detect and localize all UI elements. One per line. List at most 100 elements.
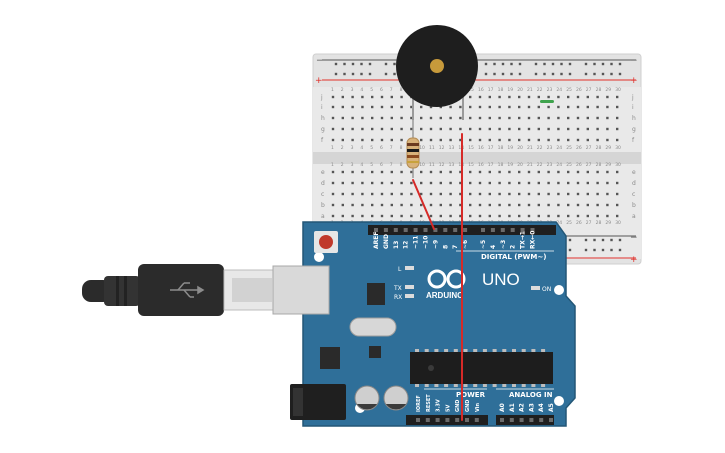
breadboard-hole[interactable] bbox=[527, 138, 531, 142]
breadboard-hole[interactable] bbox=[390, 203, 393, 207]
breadboard-hole[interactable] bbox=[488, 127, 491, 131]
breadboard-hole[interactable] bbox=[341, 203, 344, 207]
breadboard-hole[interactable] bbox=[390, 105, 393, 109]
breadboard-hole[interactable] bbox=[586, 214, 589, 218]
breadboard-hole[interactable] bbox=[380, 170, 384, 174]
breadboard-hole[interactable] bbox=[390, 95, 393, 99]
breadboard-hole[interactable] bbox=[331, 95, 335, 99]
breadboard-hole[interactable] bbox=[371, 203, 374, 207]
breadboard-hole[interactable] bbox=[351, 170, 354, 174]
analog-pin[interactable] bbox=[519, 418, 524, 422]
rail-hole[interactable] bbox=[510, 62, 513, 66]
analog-header[interactable] bbox=[496, 415, 554, 425]
rail-hole[interactable] bbox=[593, 248, 596, 252]
breadboard-hole[interactable] bbox=[331, 138, 335, 142]
breadboard-hole[interactable] bbox=[547, 95, 550, 99]
rail-hole[interactable] bbox=[501, 72, 505, 76]
digital-pin[interactable] bbox=[500, 228, 505, 232]
breadboard-hole[interactable] bbox=[606, 192, 609, 196]
breadboard-hole[interactable] bbox=[616, 214, 619, 218]
rail-hole[interactable] bbox=[551, 72, 555, 76]
rail-hole[interactable] bbox=[610, 62, 613, 66]
breadboard-hole[interactable] bbox=[371, 138, 374, 142]
breadboard-hole[interactable] bbox=[429, 192, 433, 196]
usb-cable[interactable] bbox=[82, 264, 277, 316]
breadboard-hole[interactable] bbox=[449, 170, 452, 174]
breadboard-hole[interactable] bbox=[361, 116, 364, 120]
breadboard-hole[interactable] bbox=[567, 116, 570, 120]
breadboard-hole[interactable] bbox=[498, 105, 501, 109]
rail-hole[interactable] bbox=[618, 62, 622, 66]
digital-pin[interactable] bbox=[403, 228, 408, 232]
breadboard-hole[interactable] bbox=[400, 203, 403, 207]
breadboard-hole[interactable] bbox=[361, 203, 364, 207]
breadboard-hole[interactable] bbox=[410, 116, 413, 120]
rail-hole[interactable] bbox=[560, 62, 563, 66]
digital-pin[interactable] bbox=[374, 228, 378, 232]
breadboard-hole[interactable] bbox=[380, 214, 384, 218]
breadboard-hole[interactable] bbox=[508, 138, 511, 142]
breadboard-hole[interactable] bbox=[410, 214, 413, 218]
breadboard-hole[interactable] bbox=[478, 203, 482, 207]
breadboard-hole[interactable] bbox=[606, 127, 609, 131]
breadboard-hole[interactable] bbox=[439, 116, 442, 120]
breadboard-hole[interactable] bbox=[429, 214, 433, 218]
breadboard-hole[interactable] bbox=[576, 138, 580, 142]
breadboard-hole[interactable] bbox=[341, 116, 344, 120]
rail-hole[interactable] bbox=[584, 72, 588, 76]
breadboard-hole[interactable] bbox=[488, 203, 491, 207]
breadboard-hole[interactable] bbox=[331, 116, 335, 120]
breadboard-hole[interactable] bbox=[400, 170, 403, 174]
breadboard-hole[interactable] bbox=[596, 192, 599, 196]
breadboard-hole[interactable] bbox=[576, 105, 580, 109]
breadboard-hole[interactable] bbox=[351, 127, 354, 131]
rail-hole[interactable] bbox=[493, 62, 496, 66]
breadboard-hole[interactable] bbox=[527, 105, 531, 109]
breadboard-hole[interactable] bbox=[567, 138, 570, 142]
rail-hole[interactable] bbox=[610, 72, 613, 76]
breadboard-hole[interactable] bbox=[410, 105, 413, 109]
rail-hole[interactable] bbox=[343, 62, 346, 66]
breadboard-hole[interactable] bbox=[410, 127, 413, 131]
power-pin[interactable] bbox=[455, 418, 460, 422]
breadboard-hole[interactable] bbox=[606, 138, 609, 142]
breadboard-hole[interactable] bbox=[508, 116, 511, 120]
breadboard-hole[interactable] bbox=[380, 127, 384, 131]
breadboard-hole[interactable] bbox=[400, 95, 403, 99]
breadboard-hole[interactable] bbox=[361, 127, 364, 131]
breadboard-hole[interactable] bbox=[498, 181, 501, 185]
breadboard-hole[interactable] bbox=[380, 138, 384, 142]
breadboard-hole[interactable] bbox=[351, 192, 354, 196]
breadboard-hole[interactable] bbox=[606, 203, 609, 207]
breadboard-hole[interactable] bbox=[469, 170, 472, 174]
breadboard-hole[interactable] bbox=[518, 203, 521, 207]
breadboard-hole[interactable] bbox=[547, 192, 550, 196]
breadboard-hole[interactable] bbox=[576, 214, 580, 218]
breadboard-hole[interactable] bbox=[469, 116, 472, 120]
breadboard-hole[interactable] bbox=[371, 95, 374, 99]
breadboard-hole[interactable] bbox=[439, 192, 442, 196]
breadboard-hole[interactable] bbox=[616, 116, 619, 120]
breadboard-hole[interactable] bbox=[351, 203, 354, 207]
breadboard-hole[interactable] bbox=[606, 116, 609, 120]
analog-pin[interactable] bbox=[529, 418, 534, 422]
breadboard-hole[interactable] bbox=[331, 127, 335, 131]
breadboard-hole[interactable] bbox=[616, 127, 619, 131]
breadboard-hole[interactable] bbox=[606, 181, 609, 185]
breadboard-hole[interactable] bbox=[469, 192, 472, 196]
breadboard-hole[interactable] bbox=[449, 138, 452, 142]
breadboard-hole[interactable] bbox=[557, 138, 560, 142]
rail-hole[interactable] bbox=[393, 72, 396, 76]
power-pin[interactable] bbox=[435, 418, 440, 422]
piezo-buzzer[interactable] bbox=[396, 25, 478, 120]
breadboard-hole[interactable] bbox=[429, 138, 433, 142]
breadboard-hole[interactable] bbox=[478, 214, 482, 218]
breadboard-hole[interactable] bbox=[527, 192, 531, 196]
breadboard-hole[interactable] bbox=[606, 214, 609, 218]
resistor[interactable] bbox=[406, 120, 420, 178]
breadboard-hole[interactable] bbox=[429, 127, 433, 131]
rail-hole[interactable] bbox=[618, 248, 622, 252]
breadboard-hole[interactable] bbox=[537, 170, 540, 174]
rail-hole[interactable] bbox=[484, 72, 488, 76]
breadboard-hole[interactable] bbox=[341, 181, 344, 185]
